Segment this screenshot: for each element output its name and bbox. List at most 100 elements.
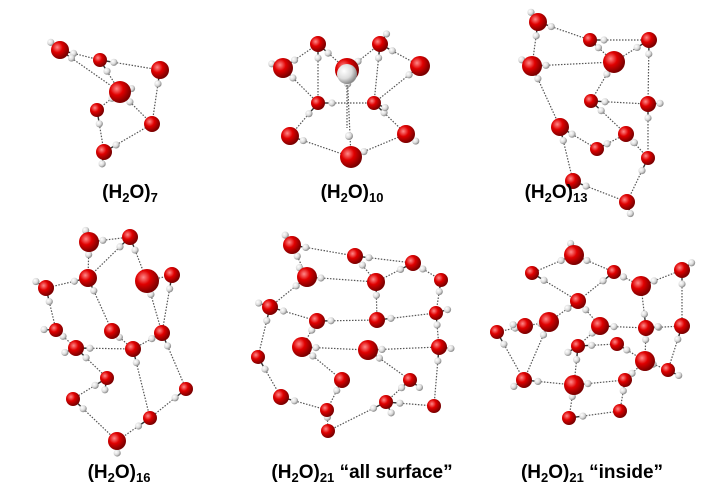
hydrogen-atom xyxy=(584,380,592,388)
oxygen-atom xyxy=(571,339,585,353)
hydrogen-atom xyxy=(299,136,307,145)
hydrogen-atom xyxy=(126,98,134,106)
hydrogen-atom xyxy=(415,383,424,392)
hydrogen-bond xyxy=(166,345,187,390)
hydrogen-atom xyxy=(302,243,310,252)
hydrogen-atom xyxy=(113,449,121,457)
hydrogen-atom xyxy=(610,323,618,331)
cluster-h2o-10 xyxy=(268,30,430,168)
oxygen-atom xyxy=(283,236,301,254)
oxygen-atom xyxy=(320,403,334,417)
hydrogen-atom xyxy=(539,331,548,339)
hydrogen-atom xyxy=(61,348,69,357)
oxygen-atom xyxy=(410,56,430,76)
oxygen-atom xyxy=(516,372,532,388)
hydrogen-bond xyxy=(129,101,153,125)
hydrogen-atom xyxy=(82,354,90,362)
hydrogen-atom xyxy=(557,256,565,265)
hydrogen-bond xyxy=(562,140,574,182)
hydrogen-atom xyxy=(568,130,576,138)
hydrogen-atom xyxy=(650,277,658,285)
oxygen-atom xyxy=(297,267,317,287)
hydrogen-atom xyxy=(101,386,109,394)
hydrogen-atom xyxy=(532,32,540,40)
hydrogen-atom xyxy=(255,299,263,307)
oxygen-atom xyxy=(372,36,388,52)
hydrogen-atom xyxy=(527,8,535,16)
hydrogen-atom xyxy=(163,342,172,350)
oxygen-atom xyxy=(583,33,597,47)
oxygen-atom xyxy=(321,424,335,438)
hydrogen-atom xyxy=(358,261,366,269)
hydrogen-atom xyxy=(45,298,53,306)
cluster-h2o-21-all-surface xyxy=(251,231,455,438)
hydrogen-atom xyxy=(654,322,662,331)
hydrogen-atom xyxy=(112,141,120,149)
hydrogen-atom xyxy=(292,282,300,290)
hydrogen-atom xyxy=(86,344,94,352)
oxygen-atom xyxy=(379,395,393,409)
oxygen-atom xyxy=(309,313,325,329)
cluster-h2o-13-oxygens xyxy=(522,13,657,210)
cluster-h2o-16-bonds xyxy=(35,230,187,454)
label-h2o-13: (H2O)13 xyxy=(524,182,588,205)
hydrogen-atom xyxy=(90,287,98,295)
hydrogen-atom xyxy=(597,107,605,115)
hydrogen-atom xyxy=(290,56,299,64)
hydrogen-atom xyxy=(674,335,682,343)
cluster-h2o-21-inside xyxy=(490,239,696,425)
hydrogen-atom xyxy=(434,357,442,365)
oxygen-atom xyxy=(539,312,559,332)
oxygen-atom xyxy=(661,363,675,377)
hydrogen-atom xyxy=(317,274,325,282)
hydrogen-bond xyxy=(577,280,604,302)
hydrogen-atom xyxy=(500,340,508,348)
oxygen-atom xyxy=(273,58,293,78)
hydrogen-bond xyxy=(604,101,649,105)
hydrogen-atom xyxy=(564,348,572,357)
cluster-h2o-21-all-surface-hydrogens xyxy=(255,231,455,421)
hydrogen-bond xyxy=(531,259,562,274)
hydrogen-atom xyxy=(110,58,118,66)
hydrogen-atom xyxy=(79,405,87,413)
hydrogen-atom xyxy=(675,371,683,380)
hydrogen-atom xyxy=(261,365,269,373)
oxygen-atom xyxy=(311,96,325,110)
oxygen-atom xyxy=(93,53,107,67)
oxygen-atom xyxy=(135,269,159,293)
cluster-h2o-10-oxygens xyxy=(273,36,430,168)
hydrogen-atom xyxy=(443,306,452,314)
hydrogen-atom xyxy=(103,67,111,75)
hydrogen-atom xyxy=(547,22,555,31)
hydrogen-atom xyxy=(309,352,317,360)
hydrogen-atom xyxy=(534,377,542,385)
hydrogen-atom xyxy=(85,251,93,259)
oxygen-atom xyxy=(490,325,504,339)
hydrogen-atom xyxy=(638,167,646,175)
hydrogen-atom xyxy=(640,310,648,318)
oxygen-atom xyxy=(367,96,381,110)
hydrogen-atom xyxy=(263,317,271,325)
oxygen-atom xyxy=(522,56,542,76)
oxygen-atom xyxy=(613,404,627,418)
hydrogen-atom xyxy=(95,120,103,128)
hydrogen-atom xyxy=(305,110,313,118)
hydrogen-atom xyxy=(433,321,441,329)
oxygen-atom xyxy=(638,320,654,336)
hydrogen-atom xyxy=(583,256,591,265)
hydrogen-atom xyxy=(582,306,590,314)
hydrogen-atom xyxy=(656,99,664,107)
oxygen-atom xyxy=(674,318,690,334)
oxygen-atom xyxy=(564,375,584,395)
hydrogen-atom xyxy=(542,61,550,69)
hydrogen-atom xyxy=(345,132,353,140)
oxygen-atom xyxy=(619,194,635,210)
hydrogen-atom xyxy=(47,38,55,46)
hydrogen-atom xyxy=(582,182,590,190)
oxygen-atom xyxy=(603,51,625,73)
hydrogen-atom xyxy=(388,47,396,55)
cluster-h2o-21-inside-oxygens xyxy=(490,245,690,425)
oxygen-atom xyxy=(251,350,265,364)
hydrogen-atom xyxy=(435,287,443,296)
oxygen-atom xyxy=(434,273,448,287)
